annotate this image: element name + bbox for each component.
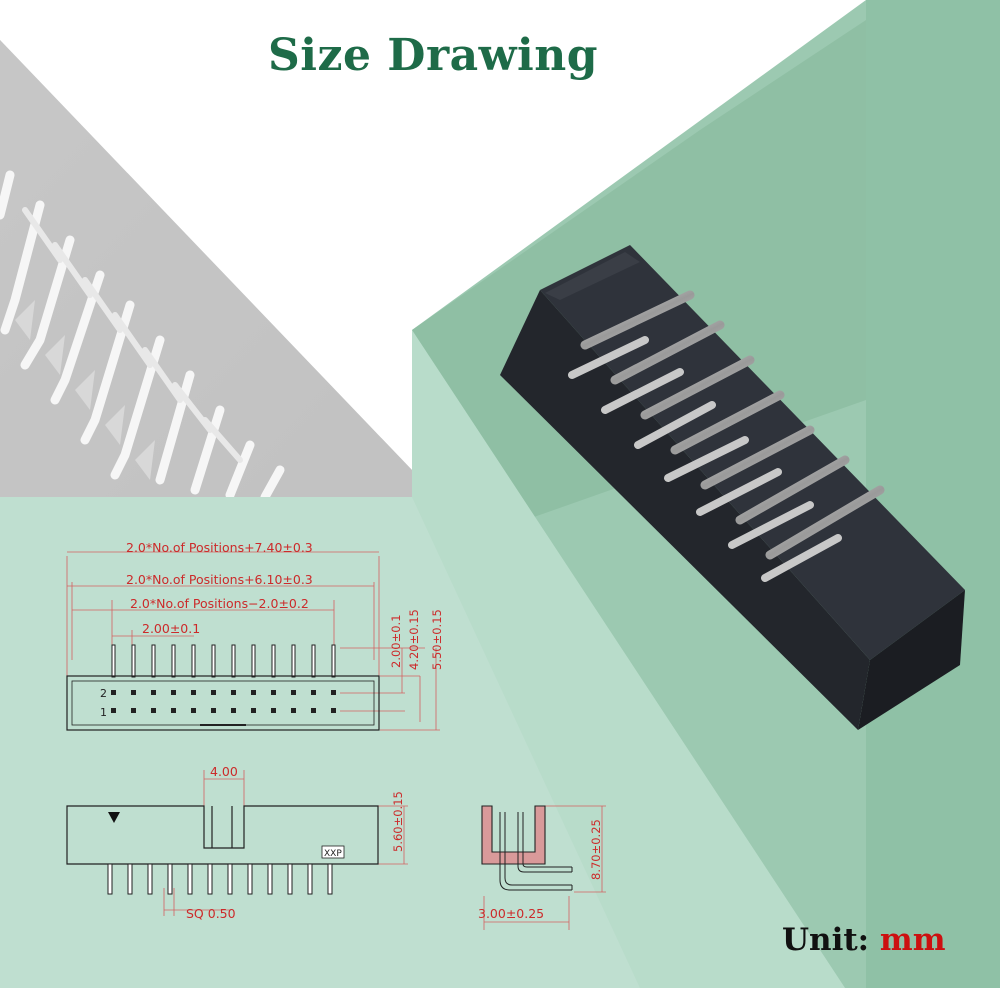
unit-value: mm [879, 922, 946, 958]
dim-inner-length: 2.0*No.of Positions+6.10±0.3 [126, 572, 313, 587]
dim-pin-size: SQ 0.50 [186, 906, 236, 921]
page-title: Size Drawing [268, 30, 598, 81]
background-photo-gray [0, 40, 412, 502]
side-view: 8.70±0.25 3.00±0.25 [478, 805, 606, 930]
dim-pin-span: 2.0*No.of Positions−2.0±0.2 [130, 596, 309, 611]
top-view: 2.0*No.of Positions+7.40±0.3 2.0*No.of P… [66, 540, 444, 731]
dim-body-depth: 5.50±0.15 [430, 609, 444, 670]
dim-row-pitch: 2.00±0.1 [389, 614, 403, 668]
front-view: 4.00 5.60±0.15 SQ 0.50 XXP [66, 764, 408, 921]
unit-label-text: Unit: [782, 922, 870, 958]
connector-photo [500, 245, 965, 730]
part-marking: XXP [324, 849, 342, 859]
dim-pin-pitch: 2.00±0.1 [142, 621, 200, 636]
row-label-2: 2 [100, 687, 107, 700]
row-label-1: 1 [100, 706, 107, 719]
dim-front-height: 5.60±0.15 [391, 791, 405, 852]
dim-pin-offset: 4.20±0.15 [407, 609, 421, 670]
dim-bend-length: 3.00±0.25 [478, 906, 544, 921]
dim-side-height: 8.70±0.25 [589, 819, 603, 880]
dim-key-width: 4.00 [210, 764, 238, 779]
pin1-triangle-icon [108, 812, 120, 823]
dim-overall-length: 2.0*No.of Positions+7.40±0.3 [126, 540, 313, 555]
unit-label: Unit: mm [782, 922, 946, 958]
